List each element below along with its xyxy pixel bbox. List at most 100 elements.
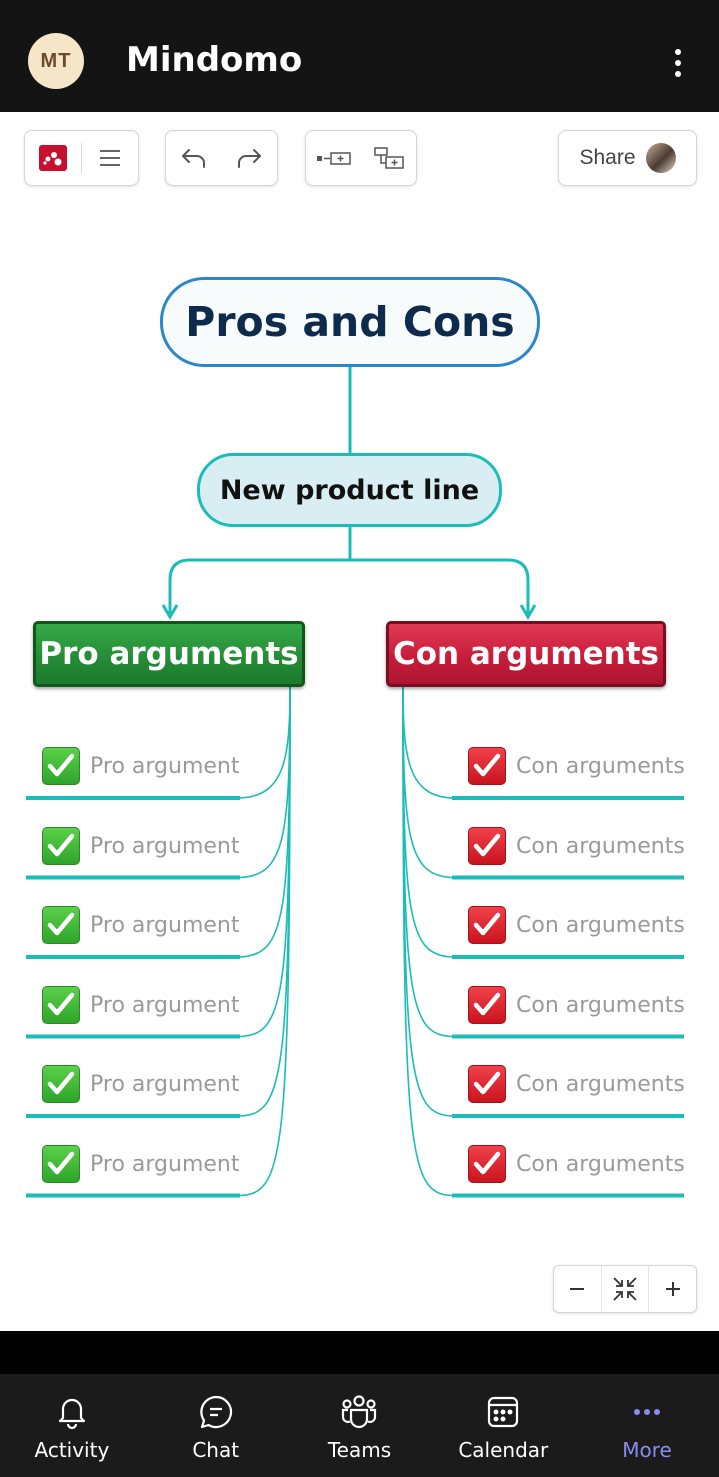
con-item[interactable]: Con arguments <box>468 905 685 945</box>
share-button[interactable]: Share <box>558 130 697 186</box>
add-sibling-topic-button[interactable] <box>306 131 361 185</box>
con-branch-connector <box>402 686 453 1197</box>
pro-item[interactable]: Pro argument <box>42 746 239 786</box>
con-item[interactable]: Con arguments <box>468 826 685 866</box>
check-mark-icon <box>42 747 80 785</box>
pro-item[interactable]: Pro argument <box>42 905 239 945</box>
zoom-controls <box>553 1265 697 1313</box>
nav-item-more[interactable]: More <box>575 1374 719 1477</box>
check-mark-icon <box>42 827 80 865</box>
pro-branch-connector <box>239 686 291 1197</box>
con-item[interactable]: Con arguments <box>468 746 685 786</box>
toolbar-group-history <box>165 130 278 186</box>
menu-icon <box>100 150 120 166</box>
app-title: Mindomo <box>126 40 303 80</box>
more-horizontal-icon <box>634 1409 661 1415</box>
pro-item-label: Pro argument <box>90 753 240 779</box>
redo-icon <box>238 149 262 168</box>
con-item[interactable]: Con arguments <box>468 1144 685 1184</box>
add-subtopic-icon <box>373 147 404 169</box>
add-sibling-topic-icon <box>316 152 351 165</box>
check-mark-icon <box>468 747 506 785</box>
pro-branch-connector <box>239 686 291 1038</box>
pro-item-label: Pro argument <box>90 1151 240 1177</box>
check-mark-icon <box>468 1065 506 1103</box>
pro-item-label: Pro argument <box>90 1071 240 1097</box>
check-mark-icon <box>468 986 506 1024</box>
undo-button[interactable] <box>166 131 222 185</box>
fit-to-screen-icon <box>613 1277 637 1301</box>
nav-item-teams[interactable]: Teams <box>288 1374 432 1477</box>
con-arguments-topic[interactable]: Con arguments <box>386 621 666 687</box>
menu-button[interactable] <box>82 131 138 185</box>
redo-button[interactable] <box>222 131 278 185</box>
fit-to-screen-button[interactable] <box>600 1266 649 1312</box>
pro-item[interactable]: Pro argument <box>42 1064 239 1104</box>
pro-arrow-icon <box>161 604 179 620</box>
root-topic[interactable]: Pros and Cons <box>160 277 540 367</box>
collaborator-avatar <box>645 143 676 173</box>
more-vertical-icon[interactable] <box>664 45 692 81</box>
user-avatar[interactable]: MT <box>28 33 84 89</box>
mindomo-logo-icon <box>39 145 67 171</box>
check-mark-icon <box>42 986 80 1024</box>
nav-label: Activity <box>34 1438 110 1462</box>
calendar-icon <box>488 1396 519 1428</box>
con-item-label: Con arguments <box>516 912 685 938</box>
pro-item[interactable]: Pro argument <box>42 1144 239 1184</box>
check-mark-icon <box>468 906 506 944</box>
con-branch-connector <box>402 686 453 799</box>
check-mark-icon <box>42 906 80 944</box>
toolbar-group-topics <box>305 130 417 186</box>
pro-arguments-topic[interactable]: Pro arguments <box>33 621 305 687</box>
pro-branch-connector <box>239 686 291 958</box>
pro-branch-connector <box>239 686 291 879</box>
bell-icon <box>58 1398 85 1430</box>
pro-item[interactable]: Pro argument <box>42 826 239 866</box>
con-branch-connector <box>402 686 453 1038</box>
app-bar <box>0 0 719 112</box>
nav-label: More <box>622 1438 672 1462</box>
undo-icon <box>181 149 205 168</box>
check-mark-icon <box>468 1145 506 1183</box>
nav-label: Teams <box>327 1438 392 1462</box>
nav-label: Chat <box>192 1438 240 1462</box>
pro-item-label: Pro argument <box>90 992 240 1018</box>
bottom-nav: Activity Chat Teams Calendar More <box>0 1374 719 1477</box>
mindomo-logo-button[interactable] <box>25 131 81 185</box>
chat-bubble-icon <box>199 1395 232 1429</box>
mind-map-canvas <box>26 367 684 1198</box>
nav-label: Calendar <box>458 1438 549 1462</box>
con-item-label: Con arguments <box>516 753 685 779</box>
con-item-label: Con arguments <box>516 1071 685 1097</box>
nav-item-chat[interactable]: Chat <box>144 1374 288 1477</box>
check-mark-icon <box>468 827 506 865</box>
con-item[interactable]: Con arguments <box>468 1064 685 1104</box>
zoom-in-button[interactable] <box>648 1266 696 1312</box>
check-mark-icon <box>42 1065 80 1103</box>
pro-branch-connector <box>239 686 291 799</box>
con-arrow-icon <box>519 604 537 620</box>
plus-icon <box>665 1282 680 1296</box>
share-label: Share <box>579 146 636 169</box>
con-item-label: Con arguments <box>516 833 685 859</box>
con-item-label: Con arguments <box>516 992 685 1018</box>
nav-item-calendar[interactable]: Calendar <box>431 1374 575 1477</box>
zoom-out-button[interactable] <box>554 1266 601 1312</box>
minus-icon <box>570 1288 585 1290</box>
con-item[interactable]: Con arguments <box>468 985 685 1025</box>
con-item-label: Con arguments <box>516 1151 685 1177</box>
toolbar-group-main <box>24 130 139 186</box>
check-mark-icon <box>42 1145 80 1183</box>
pro-item-label: Pro argument <box>90 912 240 938</box>
nav-item-activity[interactable]: Activity <box>0 1374 144 1477</box>
pro-item[interactable]: Pro argument <box>42 985 239 1025</box>
con-branch-connector <box>402 686 453 879</box>
central-topic[interactable]: New product line <box>197 453 502 527</box>
system-strip <box>0 1331 719 1374</box>
central-connector <box>168 527 530 614</box>
pro-item-label: Pro argument <box>90 833 240 859</box>
con-branch-connector <box>402 686 453 958</box>
teams-icon <box>342 1395 377 1429</box>
add-subtopic-button[interactable] <box>361 131 416 185</box>
